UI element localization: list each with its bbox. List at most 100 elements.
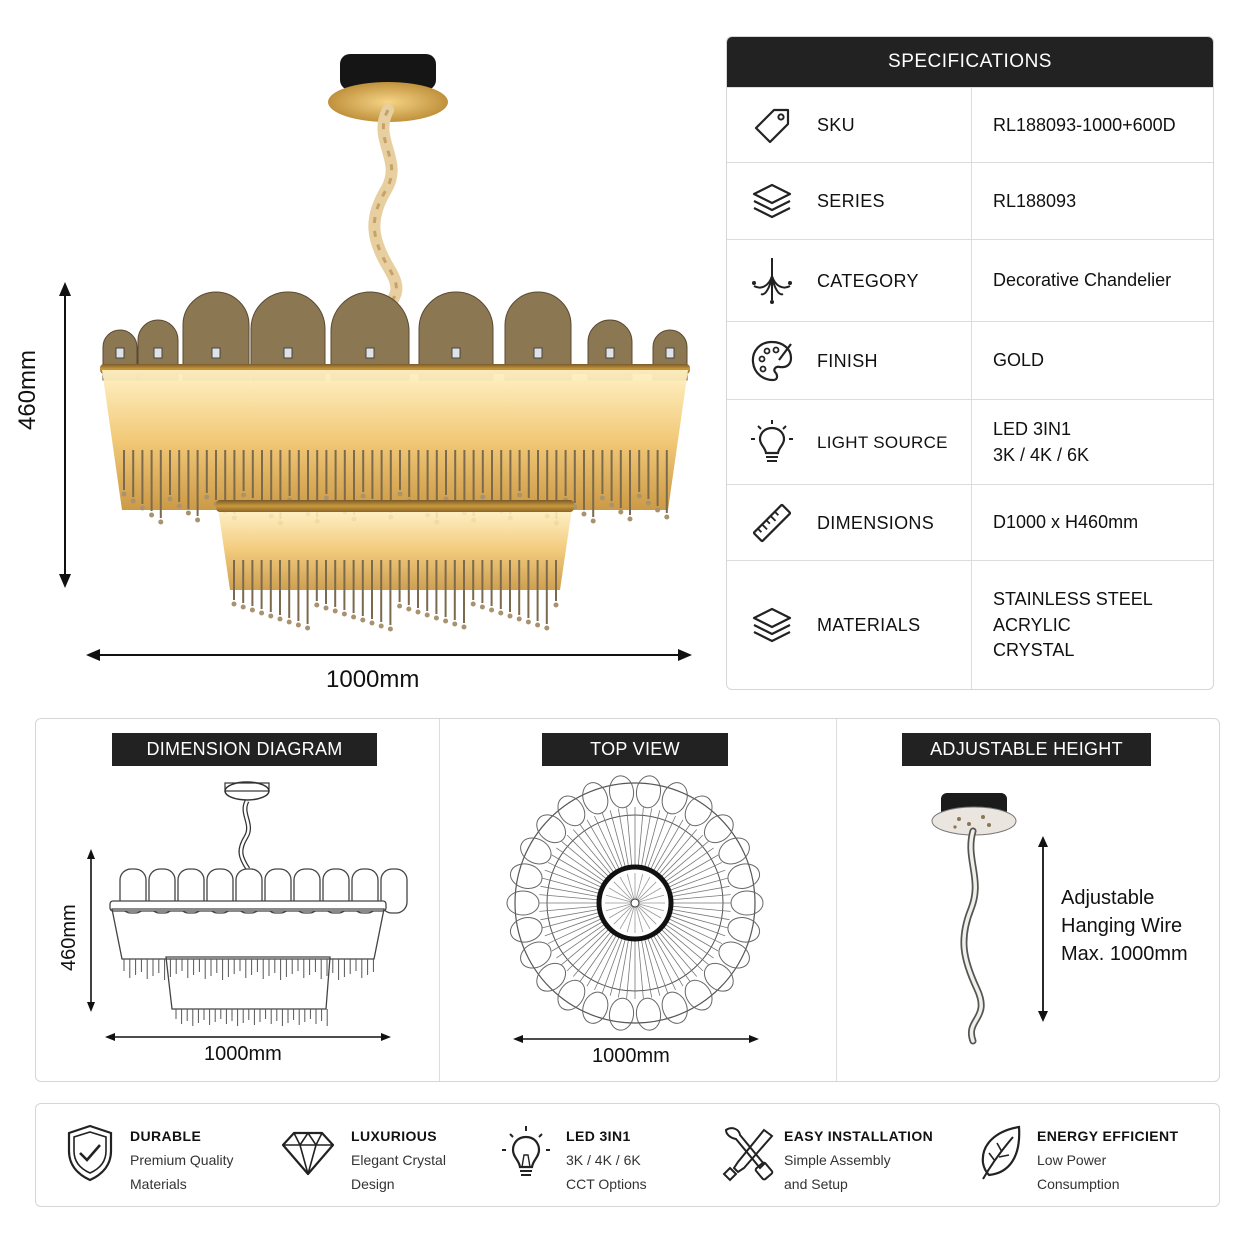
crystal-drop (268, 613, 274, 619)
crystal-drop (618, 509, 624, 515)
crystal-drop (516, 616, 522, 622)
crystal-drop (332, 608, 338, 614)
disc-outline (730, 890, 764, 916)
disc-outline (380, 868, 408, 914)
disc-outline (557, 795, 586, 827)
crystal-drop (507, 613, 513, 619)
disc-outline (635, 997, 662, 1031)
disc-outline (509, 917, 543, 943)
adjustable-line: Adjustable (1061, 887, 1155, 909)
top-view-drawing (506, 775, 764, 1043)
disc-outline (718, 837, 750, 865)
strand-spoke (547, 917, 603, 944)
center-spoke (634, 902, 665, 912)
feature-durable: DURABLE Premium Quality Materials (60, 1104, 280, 1206)
strand-spoke (662, 925, 709, 966)
crystal-drop (498, 610, 504, 616)
crystal-drop (241, 492, 247, 498)
center-spoke (634, 902, 657, 925)
crystal-disc (182, 291, 250, 381)
shield-check-icon (60, 1122, 120, 1184)
disc-outline (582, 782, 609, 815)
chandelier-line-drawing (87, 781, 408, 1041)
hero-height-label: 460mm (14, 349, 41, 430)
feature-led: LED 3IN1 3K / 4K / 6K CCT Options (496, 1104, 716, 1206)
crystal-drop (158, 519, 164, 525)
diagram-width-label: 1000mm (204, 1043, 282, 1065)
feature-line: Premium Quality (130, 1152, 234, 1168)
crystal-drop (397, 491, 403, 497)
crystal-drop (305, 625, 311, 631)
feature-line: Simple Assembly (784, 1152, 891, 1168)
strand-spoke (542, 911, 601, 929)
strand-spoke (626, 807, 633, 868)
strand-spoke (640, 808, 653, 868)
crystal-drop (489, 607, 495, 613)
strand-spoke (617, 938, 630, 998)
strand-spoke (668, 869, 726, 892)
feature-title: EASY INSTALLATION (784, 1128, 934, 1144)
disc-clip (115, 347, 125, 359)
hanging-wire-drawing (931, 793, 1048, 1045)
strand-spoke (579, 932, 615, 982)
strand-spoke (665, 920, 719, 952)
strand-spoke (609, 937, 627, 996)
strand-spoke (670, 894, 731, 901)
strand-spoke (572, 930, 613, 977)
disc-outline (727, 863, 761, 889)
spec-label: SKU (817, 115, 855, 135)
strand-spoke (594, 815, 621, 871)
center-spoke (613, 881, 636, 904)
disc-outline (661, 782, 688, 815)
dimension-diagram-title: DIMENSION DIAGRAM (112, 733, 377, 766)
crystal-drop (286, 619, 292, 625)
feature-line: Consumption (1037, 1176, 1120, 1192)
strand-spoke (544, 914, 602, 937)
crystal-drop (314, 602, 320, 608)
chandelier-photo (59, 54, 692, 661)
crystal-drop (360, 617, 366, 623)
strand-spoke (652, 819, 684, 873)
crystal-drop (323, 495, 329, 501)
price-tag-icon (727, 104, 817, 148)
disc-outline (506, 890, 540, 916)
top-view-section: TOP VIEW 1000mm (440, 719, 836, 1081)
strand-spoke (609, 810, 627, 869)
strand-spoke (539, 905, 600, 912)
feature-title: LUXURIOUS (351, 1128, 438, 1144)
disc-outline (703, 814, 734, 844)
strand-spoke (657, 930, 698, 977)
strand-spoke (646, 936, 669, 994)
strand-spoke (542, 877, 601, 895)
spec-label: MATERIALS (817, 615, 921, 635)
strand-spoke (572, 829, 613, 876)
top-view-width-label: 1000mm (592, 1045, 670, 1067)
crystal-drop (590, 518, 596, 524)
disc-outline (557, 979, 586, 1011)
crystal-drop (553, 602, 559, 608)
spec-row-category: CATEGORY Decorative Chandelier (727, 239, 1213, 322)
disc-outline (520, 941, 552, 969)
adjustable-height-title: ADJUSTABLE HEIGHT (902, 733, 1151, 766)
crystal-drop (470, 601, 476, 607)
crystal-drop (443, 618, 449, 624)
disc-clip (283, 347, 293, 359)
disc-outline (608, 775, 635, 809)
center-spoke (634, 894, 665, 904)
strand-spoke (643, 937, 661, 996)
chandelier-icon (727, 256, 817, 306)
strand-spoke (643, 810, 661, 869)
diagram-height-label: 460mm (58, 904, 80, 971)
crystal-drop (424, 612, 430, 618)
center-spoke (626, 902, 636, 933)
leaf-icon (971, 1122, 1031, 1184)
center-spoke (605, 902, 636, 912)
spec-row-dimensions: DIMENSIONS D1000 x H460mm (727, 484, 1213, 561)
specifications-table: SPECIFICATIONS SKU RL188093-1000+600D SE… (726, 36, 1214, 690)
disc-outline (684, 979, 713, 1011)
disc-outline (635, 775, 662, 809)
strand-spoke (594, 935, 621, 991)
strand-spoke (561, 925, 608, 966)
crystal-drop (415, 609, 421, 615)
